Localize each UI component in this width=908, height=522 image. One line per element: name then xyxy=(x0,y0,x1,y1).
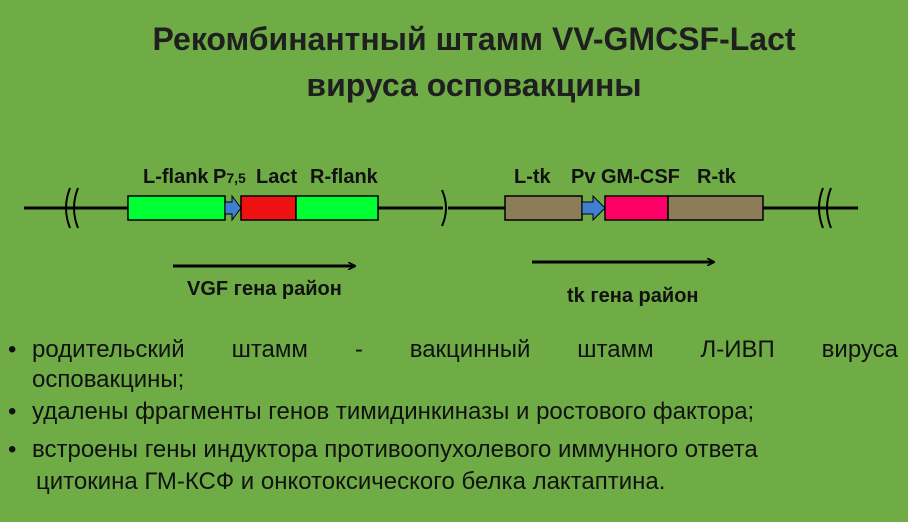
bullet-3-line-2: цитокина ГМ-КСФ и онкотоксического белка… xyxy=(36,468,666,495)
label-l-flank: L-flank xyxy=(143,166,209,188)
slide-title-line-2: вируса осповакцины xyxy=(306,67,642,103)
gm-csf-gene-block xyxy=(604,195,669,221)
bullet-marker: • xyxy=(8,436,17,463)
bullet-item-1: • родительский штамм - вакцинный штамм Л… xyxy=(8,335,898,395)
bullet-1-line-2: осповакцины; xyxy=(32,366,185,393)
label-p-subscript: 7,5 xyxy=(226,170,246,186)
break-mark-right xyxy=(818,187,832,229)
bullet-1-line-1: родительский штамм - вакцинный штамм Л-И… xyxy=(32,336,898,363)
l-flank-block xyxy=(127,195,226,221)
label-p75: P7,5 xyxy=(213,166,246,188)
slide-title-line-1: Рекомбинантный штамм VV-GMCSF-Lact xyxy=(152,21,796,57)
lact-gene-block xyxy=(240,195,297,221)
r-tk-block xyxy=(667,195,764,221)
bullet-item-2: • удалены фрагменты генов тимидинкиназы … xyxy=(8,397,898,427)
pv-promoter-arrow xyxy=(581,194,606,222)
break-mark-middle xyxy=(441,189,447,227)
bullet-marker: • xyxy=(8,398,17,425)
label-r-flank: R-flank xyxy=(310,166,379,188)
label-l-tk: L-tk xyxy=(514,166,552,188)
r-flank-block xyxy=(295,195,379,221)
bullet-3-line-1: встроены гены индуктора противоопухолево… xyxy=(32,436,758,463)
break-mark-left xyxy=(65,187,79,229)
p75-promoter-arrow xyxy=(224,194,242,222)
bullet-list: • родительский штамм - вакцинный штамм Л… xyxy=(8,335,898,497)
bullet-2-text: удалены фрагменты генов тимидинкиназы и … xyxy=(32,398,755,425)
label-gm-csf: GM-CSF xyxy=(601,166,680,188)
label-pv: Pv xyxy=(571,166,596,188)
label-p: P xyxy=(213,166,226,188)
label-lact: Lact xyxy=(256,166,297,188)
bullet-item-3: • встроены гены индуктора противоопухоле… xyxy=(8,435,898,497)
bullet-marker: • xyxy=(8,336,17,363)
tk-region-caption: tk гена район xyxy=(567,285,698,307)
l-tk-block xyxy=(504,195,583,221)
label-r-tk: R-tk xyxy=(697,166,737,188)
vgf-region-caption: VGF гена район xyxy=(187,278,342,300)
